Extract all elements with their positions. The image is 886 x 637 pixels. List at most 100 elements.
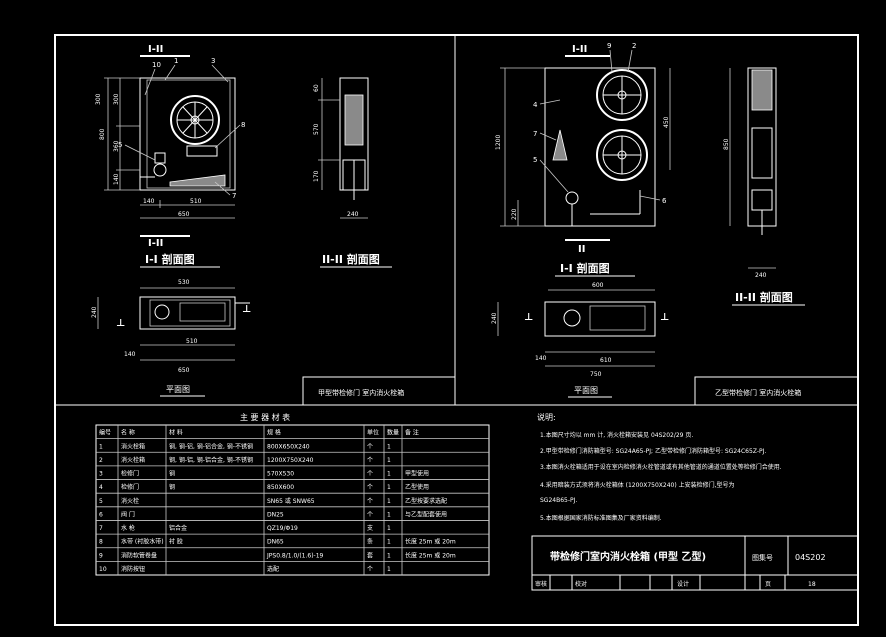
table-cell: 个 bbox=[367, 457, 373, 464]
svg-text:页: 页 bbox=[765, 581, 771, 588]
svg-text:⊥: ⊥ bbox=[660, 312, 669, 323]
left-plan-view: 530 ⊥ ⊥ 240 140 510 650 平面图 bbox=[91, 279, 251, 397]
table-cell: 个 bbox=[367, 566, 373, 573]
left-cabinet-outline bbox=[139, 77, 236, 191]
table-cell: 乙型使用 bbox=[405, 483, 429, 491]
table-cell: 个 bbox=[367, 511, 373, 518]
note-line: 1.本图尺寸均以 mm 计, 消火栓箱安装见 04S202/29 页. bbox=[540, 431, 693, 439]
table-cell: 支 bbox=[367, 524, 373, 532]
upper-hose-reel-icon bbox=[596, 69, 648, 121]
table-cell: 4 bbox=[99, 484, 103, 491]
note-line: 5.本图根据国家消防标准图集及厂家资料编制. bbox=[540, 514, 662, 522]
table-cell: 6 bbox=[99, 511, 103, 518]
table-cell: 800X650X240 bbox=[267, 443, 310, 450]
table-cell: 1 bbox=[387, 552, 391, 559]
table-cell: 5 bbox=[99, 498, 103, 505]
callout-1: 1 bbox=[174, 57, 178, 65]
svg-text:⊥: ⊥ bbox=[242, 304, 251, 315]
table-cell: 7 bbox=[99, 525, 103, 532]
table-cell: 选配 bbox=[267, 565, 279, 573]
table-cell: DN25 bbox=[267, 511, 284, 518]
table-cell: 甲型使用 bbox=[405, 470, 429, 478]
svg-text:750: 750 bbox=[590, 371, 602, 378]
note-line: 4.采用暗装方式须将消火栓箱体 (1200X750X240) 上安装检修门,型号… bbox=[540, 481, 735, 489]
table-cell: 1 bbox=[387, 443, 391, 450]
table-header-cell: 编号 bbox=[99, 429, 111, 437]
right-cabinet-title-box bbox=[694, 376, 859, 406]
table-cell: SN65 或 SNW65 bbox=[267, 497, 315, 505]
table-cell: 检修门 bbox=[121, 470, 139, 478]
table-cell: 8 bbox=[99, 539, 103, 546]
callout-4: 4 bbox=[533, 101, 538, 109]
right-nozzle-icon bbox=[552, 129, 568, 161]
svg-text:300: 300 bbox=[95, 93, 102, 105]
table-cell: 钢, 钢-铝, 钢-铝合金, 钢-不锈钢 bbox=[169, 442, 253, 450]
table-cell: 个 bbox=[367, 498, 373, 505]
left-side-section: 60 570 170 240 II-II 剖面图 bbox=[313, 77, 392, 268]
svg-text:650: 650 bbox=[178, 211, 190, 218]
table-cell: 消防软管卷盘 bbox=[121, 551, 157, 559]
right-elevation-view: I-II 9 2 4 7 5 6 1200 2 bbox=[495, 42, 671, 277]
table-cell: 个 bbox=[367, 484, 373, 491]
right-hydrant-valve-icon bbox=[565, 191, 579, 205]
notes-block: 说明: 1.本图尺寸均以 mm 计, 消火栓箱安装见 04S202/29 页.2… bbox=[537, 412, 782, 522]
table-cell: 消火栓箱 bbox=[121, 456, 145, 464]
callout-3: 3 bbox=[211, 57, 215, 65]
table-cell: 条 bbox=[367, 538, 373, 546]
svg-text:60: 60 bbox=[313, 84, 320, 92]
materials-title: 主 要 器 材 表 bbox=[240, 412, 290, 422]
callout-7: 7 bbox=[232, 192, 236, 200]
callout-8: 8 bbox=[241, 121, 245, 129]
drawing-title: 带检修门室内消火栓箱 (甲型 乙型) bbox=[550, 550, 706, 563]
table-cell: 1 bbox=[387, 511, 391, 518]
table-cell: 1 bbox=[387, 566, 391, 573]
note-line: 3.本图消火栓箱适用于设在室内检修消火栓管道或有其他管道的通道位置处等检修门合使… bbox=[540, 463, 782, 471]
table-cell: 10 bbox=[99, 566, 107, 573]
table-cell: 3 bbox=[99, 471, 103, 478]
table-cell: 1200X750X240 bbox=[267, 457, 314, 464]
table-header-cell: 单位 bbox=[367, 429, 379, 437]
table-cell: QZ19/Φ19 bbox=[267, 525, 298, 532]
left-cabinet-title: 甲型带检修门 室内消火栓箱 bbox=[318, 388, 404, 397]
svg-text:360: 360 bbox=[113, 140, 120, 152]
table-header-cell: 材 料 bbox=[169, 429, 183, 437]
svg-text:140: 140 bbox=[113, 173, 120, 185]
table-cell: 570X530 bbox=[267, 471, 294, 478]
svg-text:⊥: ⊥ bbox=[116, 318, 125, 329]
table-cell: 阀 门 bbox=[121, 510, 135, 518]
table-cell: 9 bbox=[99, 552, 103, 559]
svg-text:600: 600 bbox=[592, 282, 604, 289]
left-plan-title: 平面图 bbox=[166, 385, 190, 394]
table-cell: 消防按钮 bbox=[121, 565, 145, 573]
table-cell: 1 bbox=[387, 539, 391, 546]
svg-text:220: 220 bbox=[511, 208, 518, 220]
svg-text:850: 850 bbox=[723, 138, 730, 150]
hose-reel-icon bbox=[170, 95, 220, 145]
svg-text:240: 240 bbox=[491, 312, 498, 324]
left-plan-body bbox=[139, 296, 236, 330]
right-side-section: 850 240 II-II 剖面图 bbox=[723, 67, 805, 306]
table-cell: 1 bbox=[387, 498, 391, 505]
svg-text:610: 610 bbox=[600, 357, 612, 364]
svg-text:审核: 审核 bbox=[535, 580, 547, 588]
table-cell: 检修门 bbox=[121, 483, 139, 491]
svg-text:240: 240 bbox=[347, 211, 359, 218]
left-section-mark-top: I-II bbox=[148, 44, 163, 55]
table-cell: 钢, 钢-铝, 钢-铝合金, 钢-不锈钢 bbox=[169, 456, 253, 464]
svg-text:300: 300 bbox=[113, 93, 120, 105]
lower-hose-reel-icon bbox=[596, 129, 648, 181]
atlas-label: 图集号 bbox=[752, 553, 773, 562]
left-section-mark-bottom: I-II bbox=[148, 238, 163, 249]
table-cell: 个 bbox=[367, 443, 373, 450]
table-header-cell: 名 称 bbox=[121, 429, 135, 437]
table-cell: 钢 bbox=[169, 470, 175, 478]
svg-text:510: 510 bbox=[190, 198, 202, 205]
right-plan-view: 600 ⊥ ⊥ 240 140 610 750 平面图 bbox=[491, 282, 669, 398]
svg-text:1200: 1200 bbox=[495, 135, 502, 150]
table-cell: 个 bbox=[367, 471, 373, 478]
table-cell: 1 bbox=[387, 484, 391, 491]
callout-9: 9 bbox=[607, 42, 611, 50]
